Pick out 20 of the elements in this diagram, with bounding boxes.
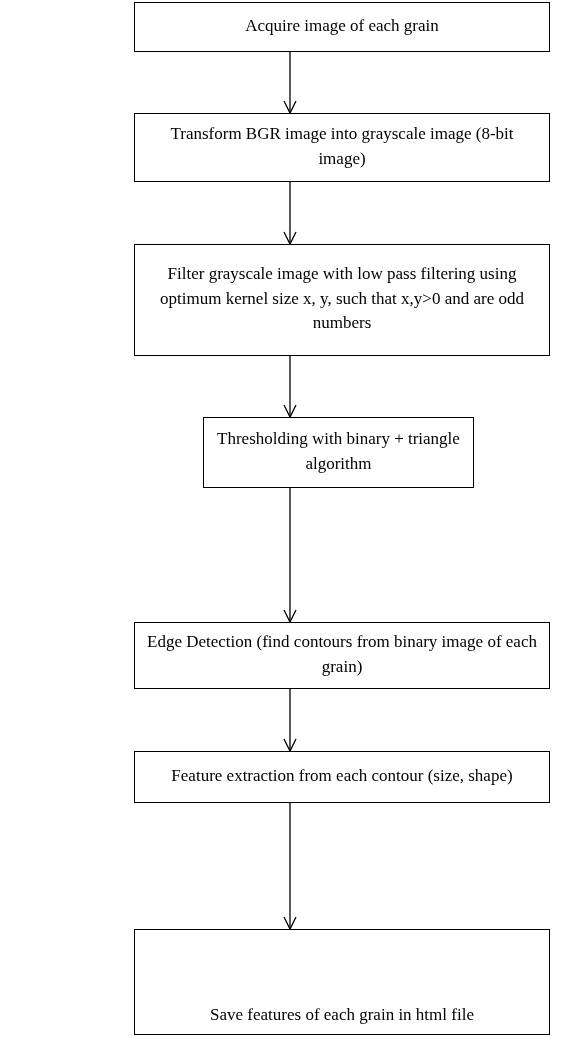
arrow [283,355,297,418]
arrow [283,688,297,752]
process-box [134,113,550,182]
step-text: Edge Detection (find contours from binary image of each grain) [146,630,538,678]
step-text: Save features of each grain in html file [210,1004,474,1027]
step-text: Transform BGR image into grayscale image (8-bit image) [169,122,515,170]
process-box [134,929,550,1035]
process-box [203,417,474,488]
process-box [134,244,550,356]
step-text: Filter grayscale image with low pass filtering using optimum kernel size x, y, such that x,y>0 and are odd numbers [159,263,525,335]
arrow [283,51,297,114]
arrow [283,181,297,245]
process-box [134,2,550,52]
step-text: Thresholding with binary + triangle algorithm [216,427,461,475]
process-box [134,751,550,803]
process-box [134,622,550,689]
step-text: Feature extraction from each contour (size, shape) [171,764,513,787]
step-text: Acquire image of each grain [245,14,439,37]
arrow [283,802,297,930]
arrow [283,487,297,623]
